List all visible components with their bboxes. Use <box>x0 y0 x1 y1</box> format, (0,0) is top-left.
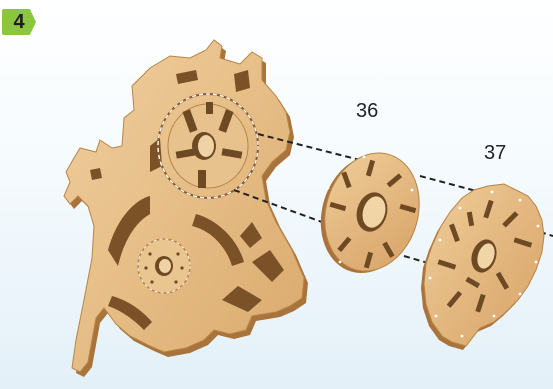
part-36-disc <box>307 142 433 285</box>
main-frame-panel <box>64 40 308 377</box>
frame-hub-large <box>158 94 258 198</box>
part-37-scalloped-disc <box>421 184 544 350</box>
step-number: 4 <box>8 10 30 34</box>
part-label-36: 36 <box>356 100 378 122</box>
frame-hub-small <box>138 239 190 293</box>
part-label-37: 37 <box>484 142 506 164</box>
